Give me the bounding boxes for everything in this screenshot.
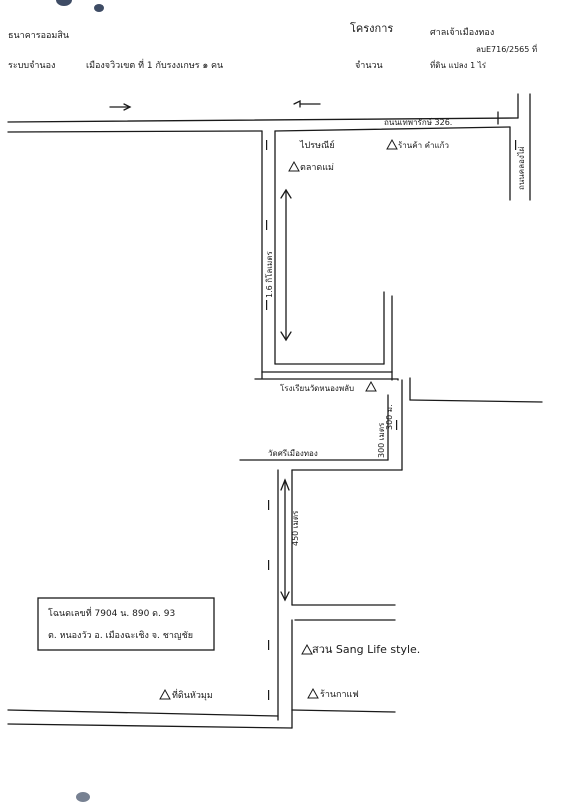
triangle-marker-market [288, 160, 300, 172]
main-road-label: ถนนเทพารักษ์ 326. [384, 117, 452, 127]
left-road-distance: 1.6 กิโลเมตร [264, 250, 274, 298]
school-label: โรงเรียนวัดหนองพลับ [280, 383, 354, 393]
ink-smudge-top [56, 0, 72, 6]
note-line-1: โฉนดเลขที่ 7904 น. 890 ด. 93 [48, 606, 175, 619]
triangle-marker-farm [301, 643, 313, 655]
landmark-bottom: ที่ดินหัวมุม [172, 688, 213, 701]
header-row1-left: ธนาคารออมสิน [8, 30, 69, 41]
header-row2-left: ระบบจำนอง [8, 60, 55, 71]
landmark-market: ตลาดแม่ [300, 163, 334, 173]
header-row1-ref: ลบE716/2565 ที่ [476, 43, 537, 54]
note-line-2: ต. หนองวัว อ. เมืองฉะเชิง จ. ชาญชัย [48, 630, 193, 641]
landmark-shop-right: ร้านค้า คำแก้ว [398, 141, 449, 150]
temple-label: วัดศรีเมืองทอง [268, 449, 318, 458]
header-row1-right: ศาลเจ้าเมืองทอง [430, 27, 494, 38]
header-row2-right-b: ที่ดิน แปลง 1 ไร่ [430, 59, 487, 70]
triangle-marker-school [365, 380, 377, 392]
landmark-farm: สวน Sang Life style. [312, 643, 420, 656]
lower-distance-label: 450 เมตร [291, 510, 300, 546]
mid-distance-label: 300 ม. [385, 404, 394, 430]
landmark-post-office: ไปรษณีย์ [299, 139, 335, 151]
triangle-marker-coffee [307, 687, 319, 699]
ink-smudge-top-2 [94, 4, 104, 12]
ink-smudge-bottom [76, 792, 90, 802]
vertical-road-label: ถนนคลองไผ่ [517, 146, 526, 190]
triangle-marker-shop [386, 138, 398, 150]
header-row1-mid: โครงการ [350, 21, 393, 35]
header-row2-mid: เมืองจวิวเขต ที่ 1 กับรงงเกษร ๑ คน [86, 58, 223, 71]
header-row2-right-a: จำนวน [355, 60, 383, 71]
triangle-marker-bottom [159, 688, 171, 700]
short-distance-label: 300 เมตร [377, 422, 386, 458]
landmark-coffee-shop: ร้านกาแฟ [320, 689, 359, 700]
